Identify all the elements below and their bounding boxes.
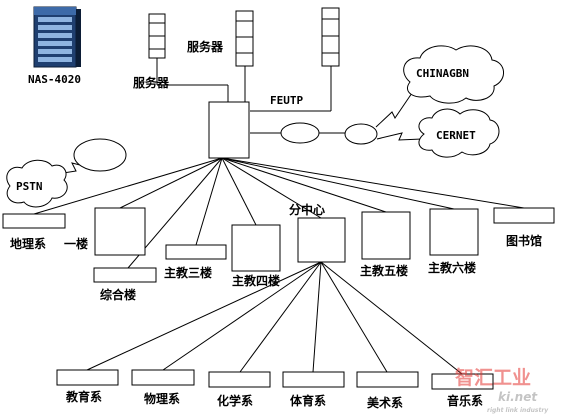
art-box [356,371,419,388]
education-box [56,369,119,386]
library-label: 图书馆 [506,233,542,248]
main3-label: 主教三楼 [164,265,212,280]
watermark-brand: 智汇工业 [455,366,531,389]
building-one-label: 一楼 [64,236,88,251]
pe-label: 体育系 [290,393,326,408]
comprehensive-label: 综合楼 [100,287,136,302]
nas-device-icon [33,6,81,68]
music-box [431,373,494,390]
server-left-icon [148,13,166,59]
chemistry-label: 化学系 [217,393,253,408]
cernet-cloud [418,108,500,158]
education-label: 教育系 [65,389,102,404]
server-mid-label: 服务器 [187,39,224,54]
music-label: 音乐系 [447,393,483,408]
server-mid-icon [235,10,254,67]
server-right-icon [321,7,340,67]
modem-ellipse [73,138,127,172]
nas-label: NAS-4020 [28,73,81,86]
chinagbn-cloud [403,45,504,104]
subcenter-fanout-lines [86,261,463,375]
router-ellipse [280,122,320,144]
pstn-cloud [6,159,68,208]
main6-box [429,208,479,256]
geography-label: 地理系 [10,236,46,251]
watermark-tagline: right link industry [487,407,549,414]
sub-center-box [297,217,346,263]
art-label: 美术系 [367,395,403,410]
watermark-site: ki.net [498,390,538,404]
feutp-label: FEUTP [270,94,303,107]
gateway-ellipse [344,123,378,145]
main4-label: 主教四楼 [232,273,280,288]
physics-box [131,369,195,386]
sub-center-label: 分中心 [289,202,325,217]
building-one-box [94,207,146,256]
library-box [493,207,555,224]
comprehensive-box [93,267,157,283]
core-switch [208,101,250,159]
main6-label: 主教六楼 [428,260,476,275]
pe-box [282,371,345,388]
main5-box [361,211,411,260]
main4-box [231,224,281,272]
link-chinagbn [375,92,413,128]
link-cernet [376,132,423,141]
physics-label: 物理系 [144,391,180,406]
server-left-label: 服务器 [133,75,170,90]
pstn-label: PSTN [16,180,43,193]
cernet-label: CERNET [436,129,476,142]
chinagbn-label: CHINAGBN [416,67,469,80]
main3-box [165,244,227,260]
watermark: 智汇工业 ki.net right link industry [455,366,549,414]
main5-label: 主教五楼 [360,263,408,278]
geography-box [2,213,66,229]
chemistry-box [208,371,271,388]
